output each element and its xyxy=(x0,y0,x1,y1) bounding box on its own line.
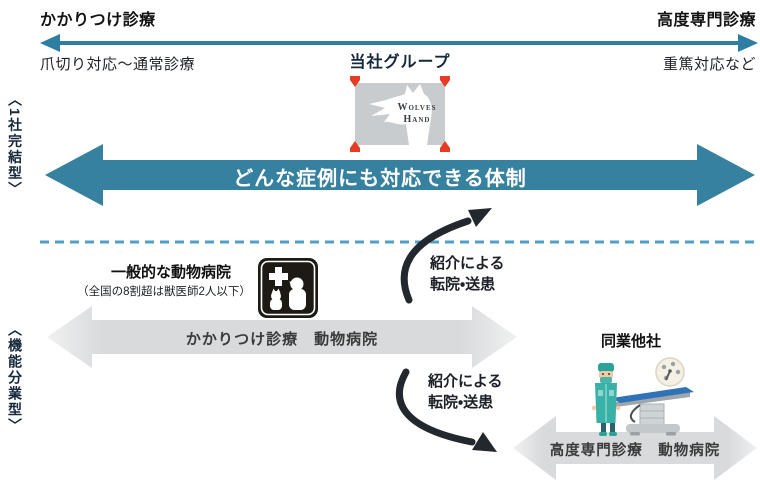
primary-care-arrow xyxy=(47,306,517,368)
section-label-one-company: 〈1社完結型〉 xyxy=(7,92,23,198)
company-group-title: 当社グループ xyxy=(349,54,451,71)
general-hospital-note: （全国の8割超は獣医師2人以下） xyxy=(77,286,251,298)
axis-left-subtitle: 爪切り対応〜通常診療 xyxy=(40,56,196,73)
referral-lower-text: 紹介による 転院・送患 xyxy=(428,371,503,413)
general-hospital-title: 一般的な動物病院 xyxy=(110,264,231,281)
axis-right-title: 高度専門診療 xyxy=(656,12,756,29)
full-coverage-arrow xyxy=(45,144,755,206)
wolves-hand-logo xyxy=(350,76,450,152)
referral-arrow-up xyxy=(400,208,492,304)
referral-arrow-down xyxy=(395,368,497,452)
axis-left-title: かかりつけ診療 xyxy=(40,12,156,29)
surgery-room-illustration xyxy=(591,357,694,436)
primary-care-arrow-label: かかりつけ診療 動物病院 xyxy=(185,331,379,348)
referral-upper-line2: 転院・送患 xyxy=(430,276,496,293)
logo-wordmark-line1: Wolves xyxy=(397,102,437,113)
axis-right-subtitle: 重篤対応など xyxy=(662,56,756,73)
top-axis-arrow xyxy=(40,34,758,52)
advanced-care-arrow-label: 高度専門診療 動物病院 xyxy=(549,443,721,459)
referral-lower-line1: 紹介による xyxy=(428,373,503,390)
animal-hospital-icon xyxy=(258,258,318,318)
full-coverage-arrow-label: どんな症例にも対応できる体制 xyxy=(233,168,527,190)
referral-upper-line1: 紹介による xyxy=(430,255,505,272)
referral-upper-text: 紹介による 転院・送患 xyxy=(430,253,505,295)
advanced-care-arrow xyxy=(513,416,757,480)
logo-wordmark-line2: Hand xyxy=(403,114,431,125)
referral-lower-line2: 転院・送患 xyxy=(428,394,494,411)
competitor-title: 同業他社 xyxy=(600,333,661,350)
section-label-divided: 〈機能分業型〉 xyxy=(7,322,23,434)
